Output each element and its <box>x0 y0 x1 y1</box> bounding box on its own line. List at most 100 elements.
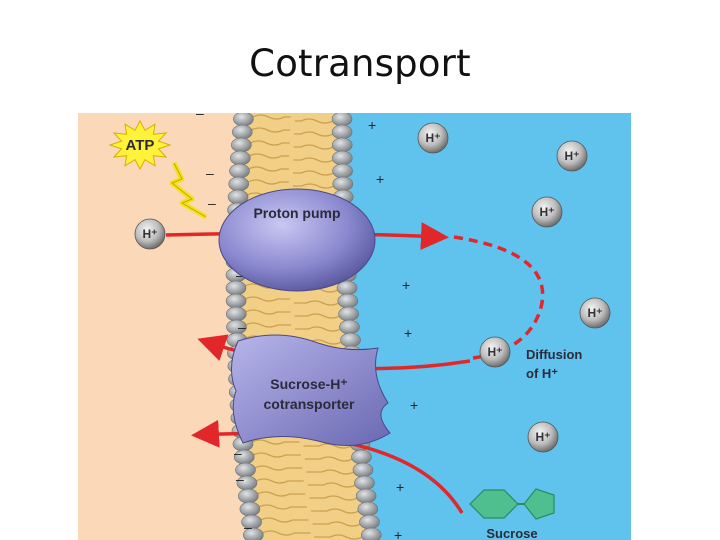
h-ion: H⁺ <box>527 421 559 453</box>
lipid-head <box>230 150 251 166</box>
diffusion-label-line2: of H⁺ <box>526 366 558 381</box>
cotransporter-label-line1: Sucrose-H⁺ <box>270 376 347 392</box>
lipid-head <box>352 462 374 478</box>
proton-pump-label: Proton pump <box>253 205 340 221</box>
lipid-head <box>357 501 379 517</box>
cotransport-diagram: –––––––––+++++++ ATP Proton pump Sucrose… <box>78 113 631 540</box>
lipid-tail <box>292 183 335 189</box>
negative-charge: – <box>234 445 242 461</box>
h-ion: H⁺ <box>134 218 166 250</box>
negative-charge: – <box>244 519 252 535</box>
lipid-tail <box>254 465 303 471</box>
lipid-head <box>225 280 247 296</box>
lipid-tail <box>244 309 291 315</box>
lipid-tail <box>252 114 291 120</box>
negative-charge: – <box>208 195 216 211</box>
lipid-tail <box>262 530 311 536</box>
positive-charge: + <box>394 527 402 540</box>
lipid-head <box>337 293 359 309</box>
lipid-tail <box>293 144 334 150</box>
lipid-head <box>239 501 261 517</box>
lipid-tail <box>314 534 363 540</box>
h-ion-label: H⁺ <box>488 345 503 359</box>
lipid-head <box>331 113 353 127</box>
negative-charge: – <box>206 165 214 181</box>
lipid-tail <box>309 495 358 501</box>
positive-charge: + <box>404 325 412 341</box>
positive-charge: + <box>396 479 404 495</box>
lipid-tail <box>244 296 290 302</box>
lipid-tail <box>303 443 352 449</box>
positive-charge: + <box>368 117 376 133</box>
lipid-tail <box>307 482 356 488</box>
cytoplasm-region <box>78 113 248 540</box>
lipid-head <box>232 124 253 140</box>
sucrose-h-cotransporter: Sucrose-H⁺ cotransporter <box>231 334 391 446</box>
lipid-tail <box>310 508 360 514</box>
negative-charge: – <box>236 471 244 487</box>
lipid-head <box>340 332 361 348</box>
lipid-tail <box>258 504 307 510</box>
negative-charge: – <box>238 319 246 335</box>
lipid-tail <box>293 157 334 163</box>
h-ion-label: H⁺ <box>540 205 555 219</box>
lipid-tail <box>251 127 291 133</box>
lipid-head <box>332 176 354 192</box>
lipid-head <box>229 163 250 179</box>
lipid-head <box>331 124 353 140</box>
lipid-head <box>351 449 372 465</box>
lipid-head <box>355 488 377 504</box>
lipid-head <box>361 527 382 540</box>
cotransporter-label-line2: cotransporter <box>263 396 355 412</box>
lipid-head <box>339 319 360 335</box>
atp-label: ATP <box>126 137 155 154</box>
lipid-tail <box>247 179 289 185</box>
lipid-head <box>359 514 380 530</box>
lipid-head <box>354 475 375 491</box>
h-ion-label: H⁺ <box>565 149 580 163</box>
lipid-tail <box>260 517 309 523</box>
lipid-head <box>332 163 353 179</box>
h-ion: H⁺ <box>556 140 588 172</box>
lipid-tail <box>249 140 290 146</box>
lipid-head <box>331 137 353 153</box>
h-ion-label: H⁺ <box>588 306 603 320</box>
diffusion-label-line1: Diffusion <box>526 347 582 362</box>
h-ion-label: H⁺ <box>426 131 441 145</box>
sucrose-label: Sucrose <box>486 526 537 540</box>
positive-charge: + <box>410 397 418 413</box>
lipid-tail <box>294 131 334 137</box>
lipid-tail <box>312 521 361 527</box>
sucrose-molecule: Sucrose <box>469 488 555 540</box>
lipid-tail <box>294 313 340 319</box>
lipid-head <box>228 176 249 192</box>
diagram-canvas: –––––––––+++++++ ATP Proton pump Sucrose… <box>78 113 631 540</box>
h-ion: H⁺ <box>579 297 611 329</box>
lipid-head <box>238 488 259 504</box>
h-ion: H⁺ <box>417 122 449 154</box>
lipid-head <box>243 527 264 540</box>
lipid-tail <box>248 166 290 172</box>
lipid-tail <box>245 322 292 328</box>
lipid-tail <box>295 326 341 332</box>
lipid-tail <box>293 300 340 306</box>
h-ion: H⁺ <box>531 196 563 228</box>
lipid-head <box>233 113 254 127</box>
proton-pump: Proton pump <box>218 188 376 292</box>
lipid-tail <box>257 491 306 497</box>
h-ion: H⁺ <box>479 336 511 368</box>
slide-title: Cotransport <box>249 42 471 85</box>
lipid-tail <box>304 456 353 462</box>
h-ion-label: H⁺ <box>143 227 158 241</box>
lipid-head <box>331 150 353 166</box>
lipid-tail <box>249 153 290 159</box>
lipid-tail <box>255 478 304 484</box>
h-ion-label: H⁺ <box>536 430 551 444</box>
lipid-head <box>231 137 252 153</box>
positive-charge: + <box>402 277 410 293</box>
atp-burst: ATP <box>108 119 172 171</box>
lipid-tail <box>252 452 301 458</box>
lipid-tail <box>251 439 300 445</box>
positive-charge: + <box>376 171 384 187</box>
negative-charge: – <box>196 113 204 121</box>
